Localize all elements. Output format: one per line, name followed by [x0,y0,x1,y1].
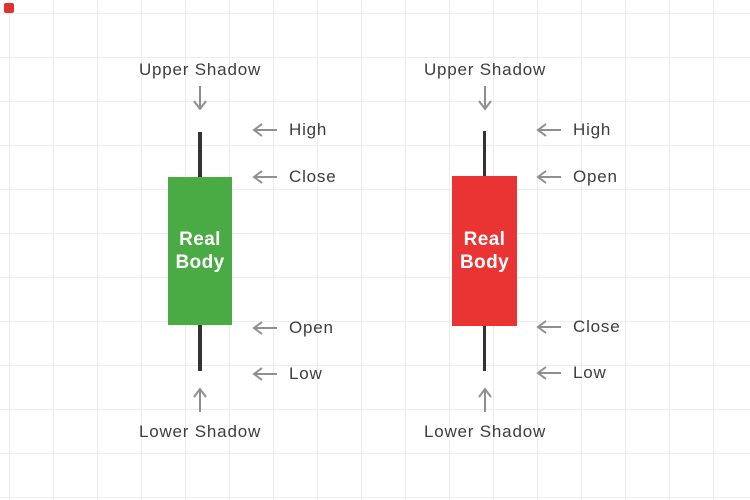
real-body-label-line1: Real [179,229,221,250]
left-arrow-icon [252,367,277,381]
price-label-text: Open [289,318,334,337]
price-label-text: High [289,120,328,139]
left-arrow-icon [536,366,561,380]
left-arrow-icon [252,123,277,137]
price-label-open: Open [532,165,618,189]
price-label-close: Close [248,165,336,189]
price-label-text: Open [573,167,618,186]
real-body-label-line2: Body [175,252,225,273]
price-label-open: Open [248,316,334,340]
down-arrow-icon [193,86,207,111]
price-label-low: Low [248,362,323,386]
up-arrow-icon [478,387,492,412]
price-label-text: Close [289,167,337,186]
upper-shadow-label: Upper Shadow [138,60,262,79]
lower-shadow-label: Lower Shadow [423,422,547,441]
left-arrow-icon [252,321,277,335]
left-arrow-icon [536,123,561,137]
price-label-text: Low [289,364,323,383]
left-arrow-icon [536,320,561,334]
left-arrow-icon [536,170,561,184]
price-label-high: High [532,118,611,142]
corner-marker [4,3,14,13]
lower-shadow-label: Lower Shadow [138,422,262,441]
upper-shadow-label: Upper Shadow [423,60,547,79]
left-arrow-icon [252,170,277,184]
price-label-text: High [573,120,612,139]
price-label-text: Low [573,363,607,382]
price-label-close: Close [532,315,620,339]
price-label-low: Low [532,361,607,385]
bearish-candle-body: Real Body [452,176,517,326]
real-body-label-line2: Body [459,252,510,273]
price-label-text: Close [573,317,621,336]
real-body-label-line1: Real [463,229,506,250]
up-arrow-icon [193,387,207,412]
down-arrow-icon [478,86,492,111]
bullish-candle-body: Real Body [168,177,232,325]
price-label-high: High [248,118,327,142]
